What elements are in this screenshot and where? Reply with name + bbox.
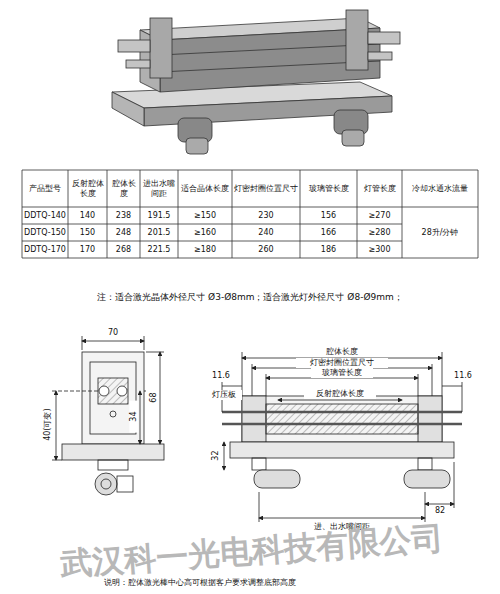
dimension-label: 腔体长度 (301, 347, 383, 356)
side-view (222, 352, 462, 522)
dimension-label: 34 (129, 401, 138, 433)
dimension-label: 灯压板 (206, 390, 242, 399)
iso-view (112, 10, 400, 154)
dimension-label: 反射腔体长度 (304, 389, 376, 398)
table-cell: 260 (234, 245, 298, 254)
table-cell: 230 (234, 211, 298, 220)
table-cell: 238 (109, 211, 138, 220)
table-cell: 248 (109, 228, 138, 237)
table-header: 玻璃管长度 (302, 184, 355, 193)
dimension-label: 灯密封圈位置尺寸 (296, 358, 388, 367)
dimension-label: 玻璃管长度 (311, 368, 373, 377)
table-cell: ≥160 (180, 228, 230, 237)
table-cell: ≥280 (359, 228, 400, 237)
table-cell: 191.5 (142, 211, 176, 220)
table-header: 进出水嘴间距 (142, 179, 176, 197)
table-cell: ≥180 (180, 245, 230, 254)
dimension-label: 70 (97, 328, 129, 337)
dimension-label: 32 (211, 445, 220, 467)
dimension-label: 82 (429, 506, 451, 515)
watermark: 武汉科一光电科技有限公司 (11, 516, 492, 586)
table-cell: 170 (70, 245, 105, 254)
table-cell: 201.5 (142, 228, 176, 237)
note-text: 注：适合激光晶体外径尺寸 Ø3-Ø8mm；适合激光灯外径尺寸 Ø8-Ø9mm； (15, 292, 485, 302)
table-cell: 186 (302, 245, 355, 254)
table-cell: DDTQ-140 (24, 211, 66, 220)
table-header: 灯密封圈位置尺寸 (234, 184, 298, 193)
dimension-label: 68 (149, 382, 158, 414)
dimension-label: 40(可变) (43, 394, 52, 456)
table-cell: DDTQ-150 (24, 228, 66, 237)
table-header: 适合晶体长度 (180, 184, 230, 193)
table-cell: ≥270 (359, 211, 400, 220)
dimension-label: 11.6 (450, 371, 476, 380)
table-cell: 268 (109, 245, 138, 254)
caption-note: 说明：腔体激光棒中心高可根据客户要求调整底部高度 (10, 578, 390, 587)
table-cell: ≥150 (180, 211, 230, 220)
table-cell: 166 (302, 228, 355, 237)
table-cell: 28升/分钟 (404, 228, 476, 237)
table-cell: 221.5 (142, 245, 176, 254)
spec-table-grid (22, 170, 478, 258)
table-cell: ≥300 (359, 245, 400, 254)
table-cell: 150 (70, 228, 105, 237)
dimension-label: 11.6 (208, 371, 234, 380)
table-cell: DDTQ-170 (24, 245, 66, 254)
table-header: 产品型号 (24, 184, 66, 193)
table-header: 灯管长度 (359, 184, 400, 193)
table-header: 反射腔体长度 (70, 179, 105, 197)
end-view (52, 336, 164, 495)
table-cell: 240 (234, 228, 298, 237)
table-cell: 140 (70, 211, 105, 220)
table-header: 腔体长度 (109, 179, 138, 197)
table-header: 冷却水通水流量 (404, 184, 476, 193)
table-cell: 156 (302, 211, 355, 220)
